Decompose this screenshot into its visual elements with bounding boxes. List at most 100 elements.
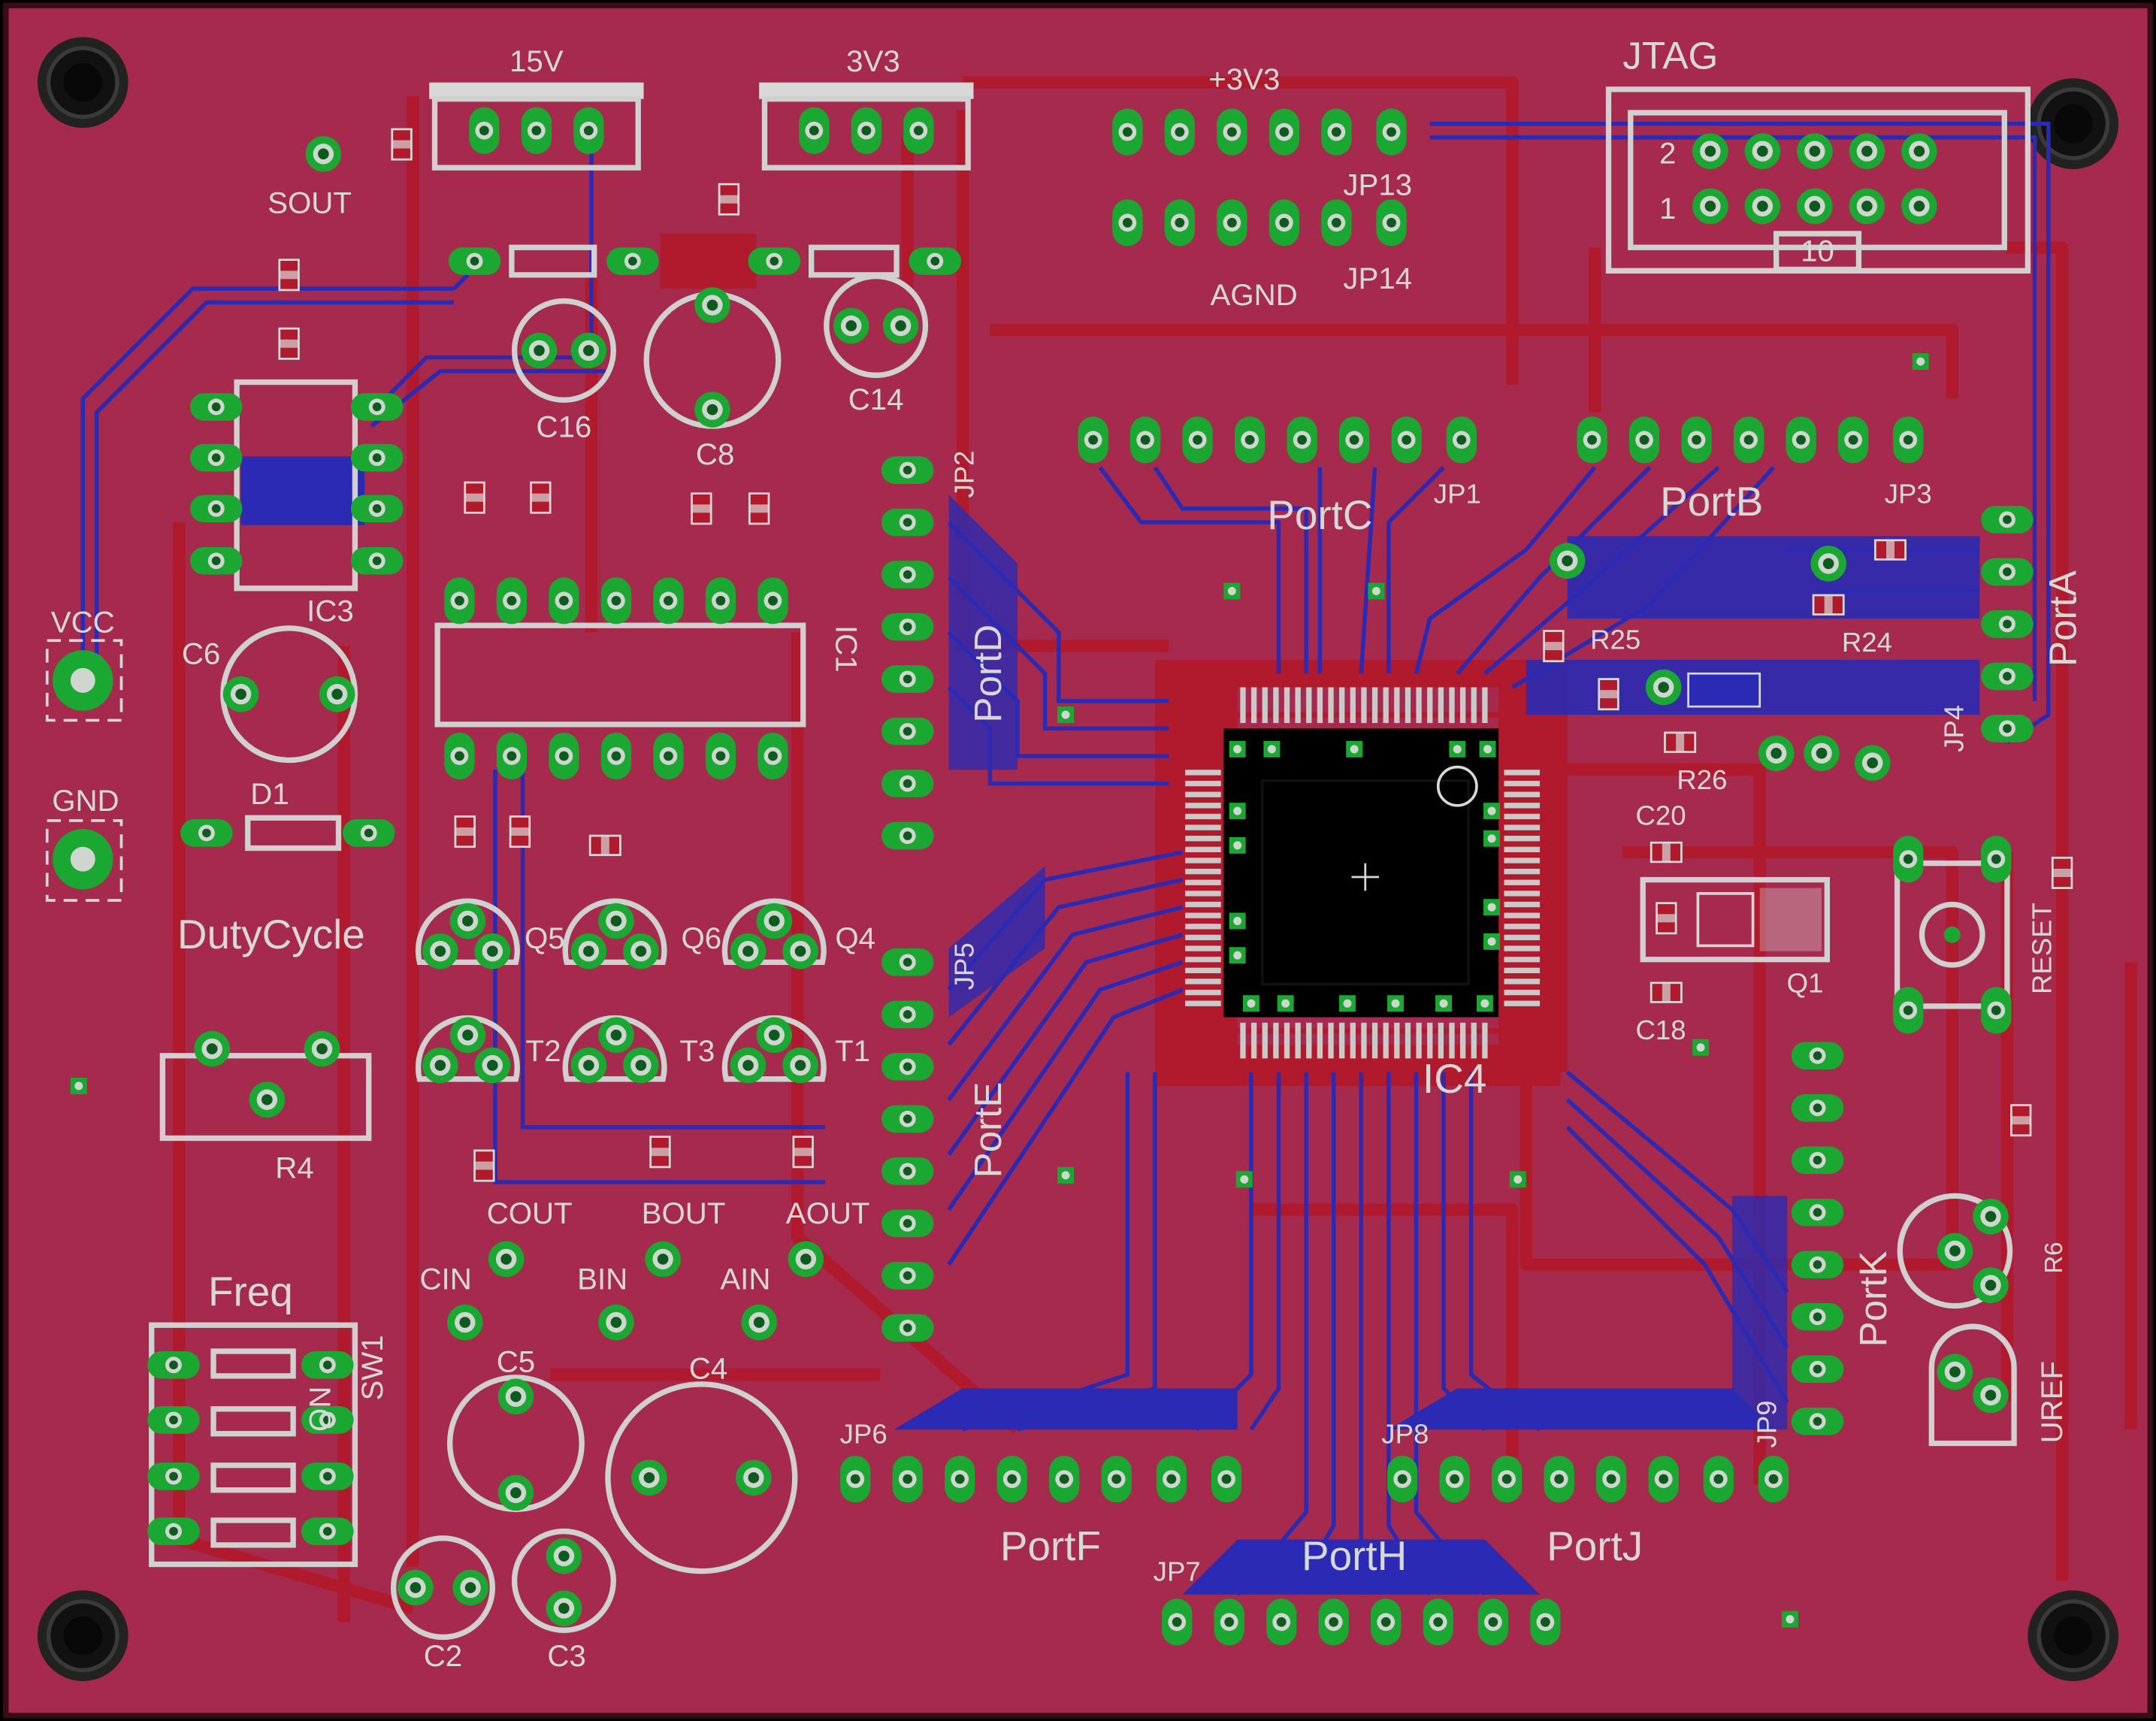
smd-resistor — [1812, 594, 1845, 616]
mounting-hole — [2027, 1590, 2118, 1681]
smd-resistor — [649, 1136, 671, 1169]
pad-gnd: GND — [45, 784, 123, 902]
smd-resistor — [691, 492, 712, 525]
ic3-chip: IC3 — [189, 379, 404, 628]
label-jp9: JP9 — [1752, 1400, 1783, 1447]
label-c4: C4 — [689, 1352, 727, 1386]
smd-resistor — [1873, 539, 1907, 561]
label-c8: C8 — [696, 437, 734, 471]
label-bout: BOUT — [642, 1196, 726, 1230]
crystal-q1: C20 Q1 C18 — [1635, 800, 1831, 1045]
label-sw1: SW1 — [355, 1335, 389, 1400]
label-bin: BIN — [577, 1263, 627, 1296]
via — [1368, 582, 1385, 600]
label-c14: C14 — [848, 383, 904, 416]
via — [70, 1077, 87, 1094]
capacitor-c4: C4 — [605, 1352, 798, 1574]
mounting-hole — [38, 37, 129, 128]
label-jp5: JP5 — [948, 942, 979, 990]
via — [1235, 1171, 1253, 1188]
smd-resistor — [464, 481, 485, 514]
via — [1692, 1039, 1710, 1056]
smd-resistor — [588, 834, 621, 857]
header-jp14: AGND JP14 — [1112, 199, 1412, 312]
label-ic3: IC3 — [307, 594, 354, 628]
label-gnd: GND — [52, 784, 119, 818]
via — [1057, 1166, 1075, 1184]
header-jp8-portj: JP8 PortJ — [1381, 1419, 1789, 1569]
label-c20: C20 — [1635, 800, 1686, 830]
header-jp9-portk: PortK JP9 — [1752, 1042, 1894, 1447]
label-cout: COUT — [487, 1196, 573, 1230]
label-ic1: IC1 — [830, 625, 863, 673]
via — [1645, 669, 1682, 706]
via — [1804, 735, 1840, 772]
header-jp3-portb: PortB JP3 — [1577, 416, 1932, 525]
transistor-q6: Q6 — [562, 898, 721, 969]
header-jp2-portd: JP2 PortD — [881, 451, 1009, 850]
via — [1509, 1171, 1526, 1188]
label-p3v3: +3V3 — [1208, 62, 1280, 96]
smd-diode — [1687, 672, 1761, 708]
capacitor-c8: C8 — [643, 287, 782, 471]
label-freq: Freq — [208, 1269, 293, 1315]
smd-resistor — [748, 492, 770, 525]
dip-switch-sw1: Freq SW1 ON — [147, 1269, 389, 1568]
reset-button: RESET — [1893, 836, 2057, 1034]
header-jp1-portc: PortC JP1 — [1078, 416, 1481, 538]
label-jp13: JP13 — [1343, 168, 1412, 202]
smd-resistor — [454, 815, 476, 848]
smd-resistor — [278, 259, 300, 292]
via — [1810, 546, 1846, 582]
smd-resistor — [1664, 731, 1697, 753]
header-jp5-porte: JP5 PortE — [881, 942, 1009, 1342]
label-porte: PortE — [966, 1081, 1009, 1178]
via — [1549, 543, 1586, 579]
label-on: ON — [303, 1387, 337, 1432]
label-porta: PortA — [2041, 570, 2084, 667]
diode-d8 — [448, 244, 659, 278]
label-q1: Q1 — [1787, 968, 1824, 999]
label-jtag-pin1: 1 — [1659, 192, 1676, 225]
via — [1758, 735, 1795, 772]
ic1-chip: IC1 — [434, 577, 863, 780]
potentiometer-r6: R6 — [1897, 1193, 2067, 1309]
pad-vcc: VCC — [45, 605, 123, 722]
label-jp2: JP2 — [948, 451, 979, 498]
label-porth: PortH — [1302, 1532, 1407, 1579]
smd-resistor — [2051, 856, 2073, 889]
label-sout: SOUT — [268, 186, 352, 220]
via — [1912, 353, 1929, 371]
transistor-q4: Q4 — [721, 898, 875, 969]
label-c2: C2 — [424, 1639, 462, 1673]
label-3v3-connector: 3V3 — [846, 44, 900, 78]
pad-uref: UREF — [1928, 1323, 2069, 1447]
header-jp7-porth: PortH JP7 — [1154, 1532, 1561, 1646]
label-jp7: JP7 — [1154, 1556, 1201, 1586]
test-pads: COUT BOUT AOUT CIN BIN AIN — [419, 1196, 870, 1341]
diode-d9 — [748, 244, 962, 278]
label-jp1: JP1 — [1434, 478, 1481, 509]
smd-resistor — [1598, 678, 1619, 711]
label-jp8: JP8 — [1381, 1419, 1429, 1450]
diode-d1: D1 — [180, 777, 395, 851]
pad-sout — [305, 136, 342, 172]
connector-3v3: 3V3 — [759, 44, 974, 171]
label-q5: Q5 — [525, 921, 565, 955]
label-ain: AIN — [720, 1263, 770, 1296]
label-ic4: IC4 — [1423, 1055, 1486, 1102]
label-portb: PortB — [1660, 478, 1763, 525]
label-r6: R6 — [2040, 1242, 2067, 1274]
label-t2: T2 — [526, 1034, 561, 1068]
capacitor-c14: C14 — [824, 273, 929, 416]
label-portj: PortJ — [1547, 1523, 1643, 1569]
label-jtag-pin10: 10 — [1801, 234, 1834, 268]
header-jp4-porta: PortA JP4 — [1938, 506, 2084, 752]
label-aout: AOUT — [786, 1196, 870, 1230]
smd-resistor — [473, 1149, 495, 1182]
label-c3: C3 — [547, 1639, 585, 1673]
header-jp6-portf: JP6 PortF — [840, 1419, 1242, 1569]
capacitor-c5: C5 — [446, 1344, 585, 1512]
label-cin: CIN — [419, 1263, 471, 1296]
label-r4: R4 — [275, 1151, 313, 1185]
